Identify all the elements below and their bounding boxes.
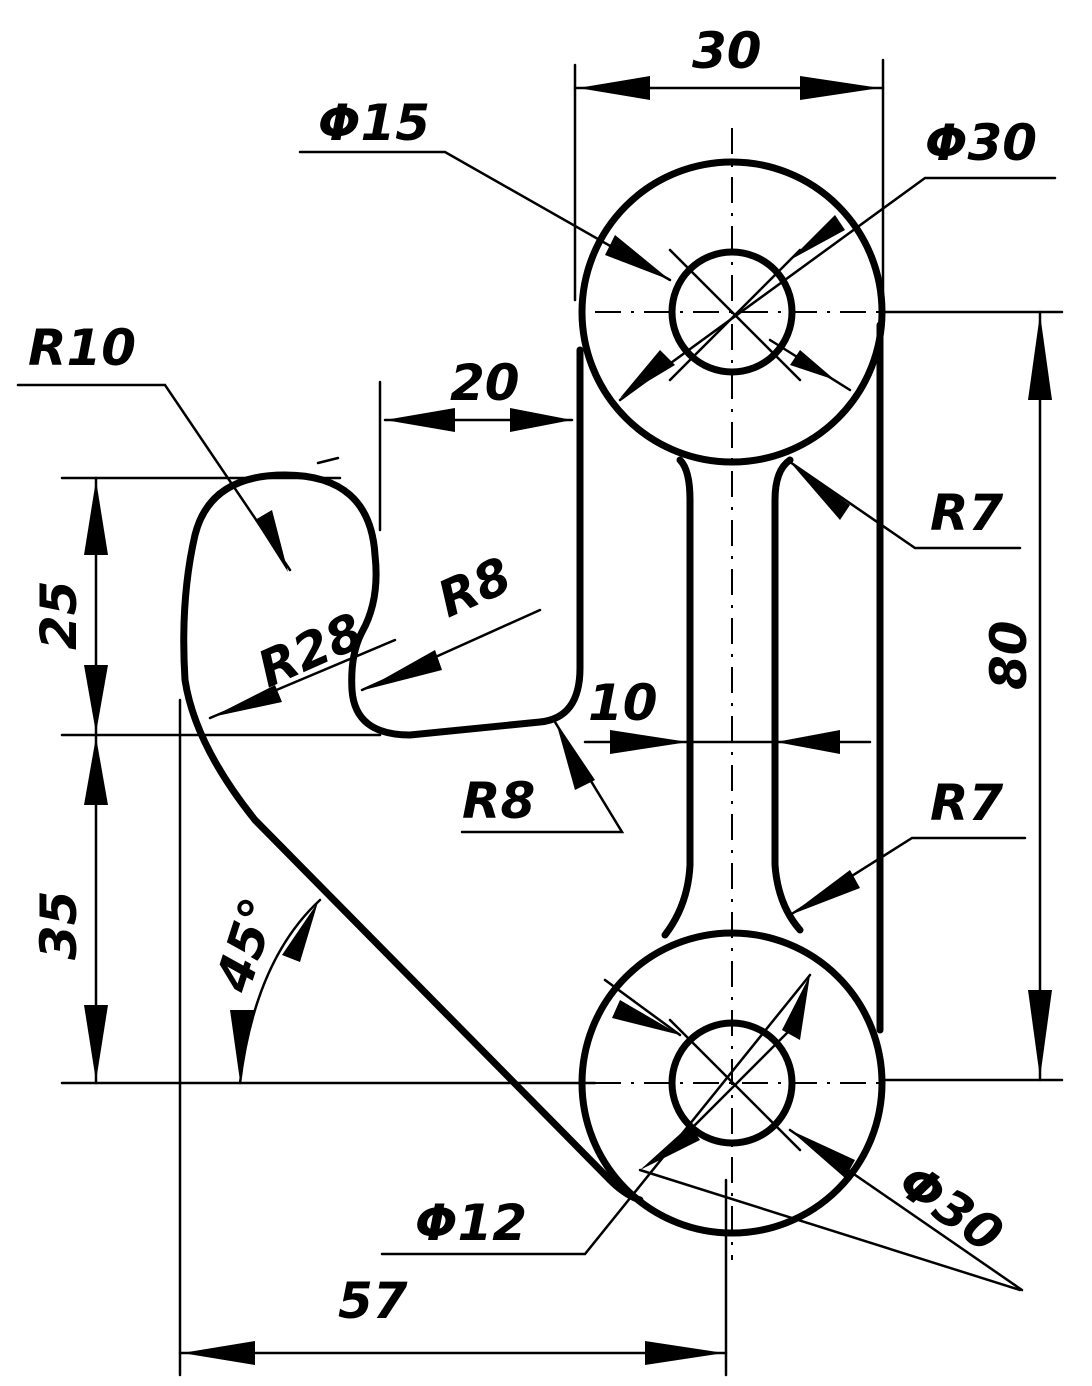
dim-label-r10: R10 bbox=[28, 319, 136, 377]
leader-r10 bbox=[16, 383, 292, 572]
arrow-r10 bbox=[255, 510, 288, 572]
arrow-20-left bbox=[385, 408, 455, 432]
leader-r7-top bbox=[788, 460, 1022, 550]
arrow-r7-bottom bbox=[790, 870, 860, 915]
arrow-10-right bbox=[776, 730, 840, 754]
top-hole-circle bbox=[668, 248, 796, 376]
arrow-30-left bbox=[578, 76, 650, 100]
arrow-r8-lower bbox=[556, 722, 595, 790]
web-left-edge bbox=[661, 456, 694, 939]
dim-label-r8-upper: R8 bbox=[429, 546, 520, 629]
bottom-hole-circle bbox=[668, 1019, 796, 1147]
arrow-phi30-top-c bbox=[790, 350, 835, 380]
web-right-edge bbox=[771, 456, 804, 934]
dim-label-25: 25 bbox=[30, 580, 88, 650]
arrow-20-right bbox=[510, 408, 572, 432]
dim-label-10: 10 bbox=[588, 674, 658, 732]
arrow-45-bottom bbox=[230, 1010, 254, 1081]
arrow-phi30-top-b bbox=[620, 350, 675, 398]
leader-phi12-2 bbox=[603, 978, 682, 1037]
dim-label-phi12: Φ12 bbox=[415, 1194, 527, 1252]
arrow-57-right bbox=[645, 1341, 724, 1365]
leader-phi15 bbox=[298, 150, 672, 282]
dim-label-45: 45° bbox=[204, 891, 289, 1000]
leader-phi30-bottom bbox=[638, 1168, 1022, 1292]
arrow-phi30-bottom-a bbox=[640, 1125, 700, 1170]
dim-label-phi30-bottom: Φ30 bbox=[888, 1152, 1013, 1264]
dim-label-phi15: Φ15 bbox=[318, 94, 430, 152]
dim-label-r8-lower: R8 bbox=[462, 772, 535, 830]
arrow-phi12-b bbox=[612, 1000, 680, 1035]
arrow-phi30-bottom-b bbox=[790, 1130, 855, 1178]
part-outline bbox=[180, 158, 886, 1237]
dim-label-80: 80 bbox=[980, 620, 1038, 690]
stray-tick bbox=[316, 456, 340, 465]
arrow-25-top bbox=[84, 480, 108, 555]
leader-phi12 bbox=[380, 973, 812, 1256]
leader-phi30-top bbox=[618, 176, 1057, 402]
dim-label-35: 35 bbox=[30, 890, 88, 960]
arrow-25-bottom bbox=[84, 665, 108, 733]
dim-label-phi30-top: Φ30 bbox=[925, 114, 1037, 172]
arrowheads bbox=[84, 76, 1052, 1365]
arrow-80-bottom bbox=[1028, 990, 1052, 1078]
dim-label-30: 30 bbox=[692, 22, 762, 80]
arrow-phi15 bbox=[605, 235, 670, 280]
dim-label-r7-top: R7 bbox=[930, 484, 1004, 542]
arrow-r28 bbox=[212, 685, 282, 717]
arrow-phi12-a bbox=[782, 975, 810, 1040]
arrow-45-top bbox=[282, 902, 318, 962]
arrow-57-left bbox=[182, 1341, 255, 1365]
dim-label-57: 57 bbox=[338, 1272, 408, 1330]
arrow-r8-upper bbox=[364, 650, 442, 690]
arrow-phi30-top-a bbox=[790, 215, 845, 260]
arrow-10-left bbox=[610, 730, 688, 754]
leader-r7-bottom bbox=[788, 836, 1027, 917]
arrow-r7-top bbox=[790, 462, 850, 520]
arrow-35-top bbox=[84, 737, 108, 805]
dim-label-20: 20 bbox=[450, 354, 520, 412]
dim-label-r7-bottom: R7 bbox=[930, 774, 1004, 832]
arrow-80-top bbox=[1028, 314, 1052, 400]
arrow-35-bottom bbox=[84, 1005, 108, 1081]
arrow-30-right bbox=[800, 76, 880, 100]
